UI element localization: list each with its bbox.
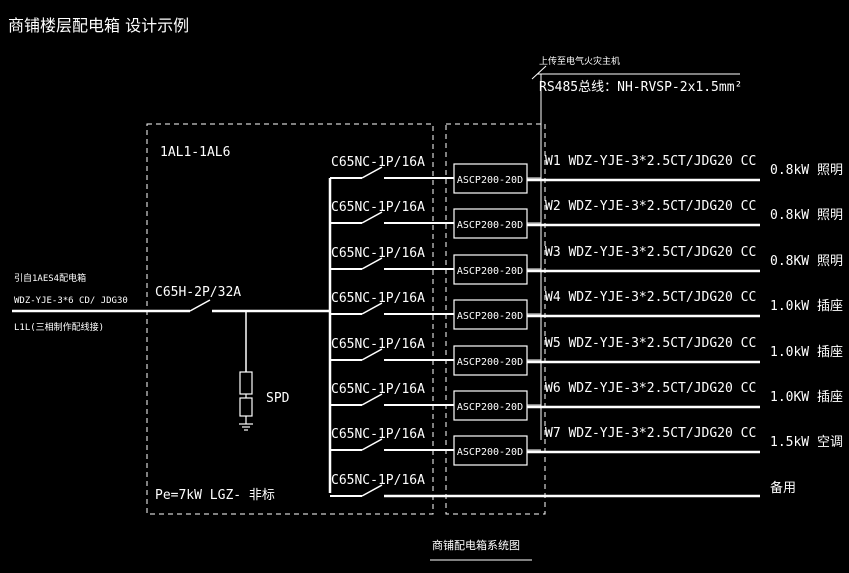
spd-element-lower [239,397,253,417]
incoming-source: 引自1AES4配电箱 [14,272,86,284]
rs485-tick [531,65,547,80]
circuit-breaker-switch [361,484,383,497]
main-breaker-label: C65H-2P/32A [155,285,241,300]
circuit-cable-label: W4 WDZ-YJE-3*2.5CT/JDG20 CC [545,290,756,305]
panel-id: 1AL1-1AL6 [160,145,230,160]
monitor-module-label: ASCP200-20D [457,175,523,186]
circuit-load-label: 0.8kW 照明 [770,163,843,178]
circuit-load-label: 0.8KW 照明 [770,254,843,269]
panel-boundary [146,123,434,515]
circuit-load-label: 1.0kW 插座 [770,299,843,314]
monitor-boundary [445,123,546,515]
circuit-cable-label: W7 WDZ-YJE-3*2.5CT/JDG20 CC [545,426,756,441]
monitor-module-label: ASCP200-20D [457,311,523,322]
circuit-breaker-label: C65NC-1P/16A [331,155,425,170]
circuit-breaker-switch [361,211,383,224]
monitor-module-label: ASCP200-20D [457,447,523,458]
circuit-load-label: 1.0KW 插座 [770,390,843,405]
circuit-breaker-switch [361,257,383,270]
circuit-breaker-label: C65NC-1P/16A [331,291,425,306]
circuit-load-label: 1.0kW 插座 [770,345,843,360]
circuit-cable-label: W5 WDZ-YJE-3*2.5CT/JDG20 CC [545,336,756,351]
circuit-breaker-label: C65NC-1P/16A [331,473,425,488]
main-breaker-switch [189,299,211,312]
circuit-cable-label: W6 WDZ-YJE-3*2.5CT/JDG20 CC [545,381,756,396]
circuit-load-label: 0.8kW 照明 [770,208,843,223]
monitor-module-label: ASCP200-20D [457,402,523,413]
circuit-cable-label: W3 WDZ-YJE-3*2.5CT/JDG20 CC [545,245,756,260]
circuit-breaker-switch [361,302,383,315]
circuit-load-label: 备用 [770,480,796,496]
circuit-breaker-label: C65NC-1P/16A [331,427,425,442]
circuit-group: C65NC-1P/16A ASCP200-20D W1 WDZ-YJE-3*2.5C… [330,154,843,498]
panel-note: Pe=7kW LGZ- 非标 [155,488,275,503]
circuit-breaker-switch [361,393,383,406]
incoming-cable: WDZ-YJE-3*6 CD/ JDG30 [14,296,128,306]
circuit-breaker-label: C65NC-1P/16A [331,200,425,215]
spd-element-upper [239,371,253,395]
circuit-breaker-switch [361,438,383,451]
circuit-cable-label: W2 WDZ-YJE-3*2.5CT/JDG20 CC [545,199,756,214]
circuit-breaker-label: C65NC-1P/16A [331,337,425,352]
diagram-title: 商铺楼层配电箱 设计示例 [8,16,189,35]
incoming-note: L1L(三相制作配线接) [14,321,104,333]
spd-label: SPD [266,391,290,406]
monitor-module-label: ASCP200-20D [457,266,523,277]
diagram-caption: 商铺配电箱系统图 [432,538,520,552]
circuit-breaker-switch [361,348,383,361]
circuit-breaker-switch [361,166,383,179]
bus-spec: RS485总线：NH-RVSP-2x1.5mm² [539,80,742,95]
circuit-load-label: 1.5kW 空调 [770,435,843,450]
circuit-breaker-label: C65NC-1P/16A [331,382,425,397]
circuit-cable-label: W1 WDZ-YJE-3*2.5CT/JDG20 CC [545,154,756,169]
circuit-breaker-label: C65NC-1P/16A [331,246,425,261]
monitor-module-label: ASCP200-20D [457,357,523,368]
bus-destination: 上传至电气火灾主机 [539,55,620,67]
monitor-module-label: ASCP200-20D [457,220,523,231]
